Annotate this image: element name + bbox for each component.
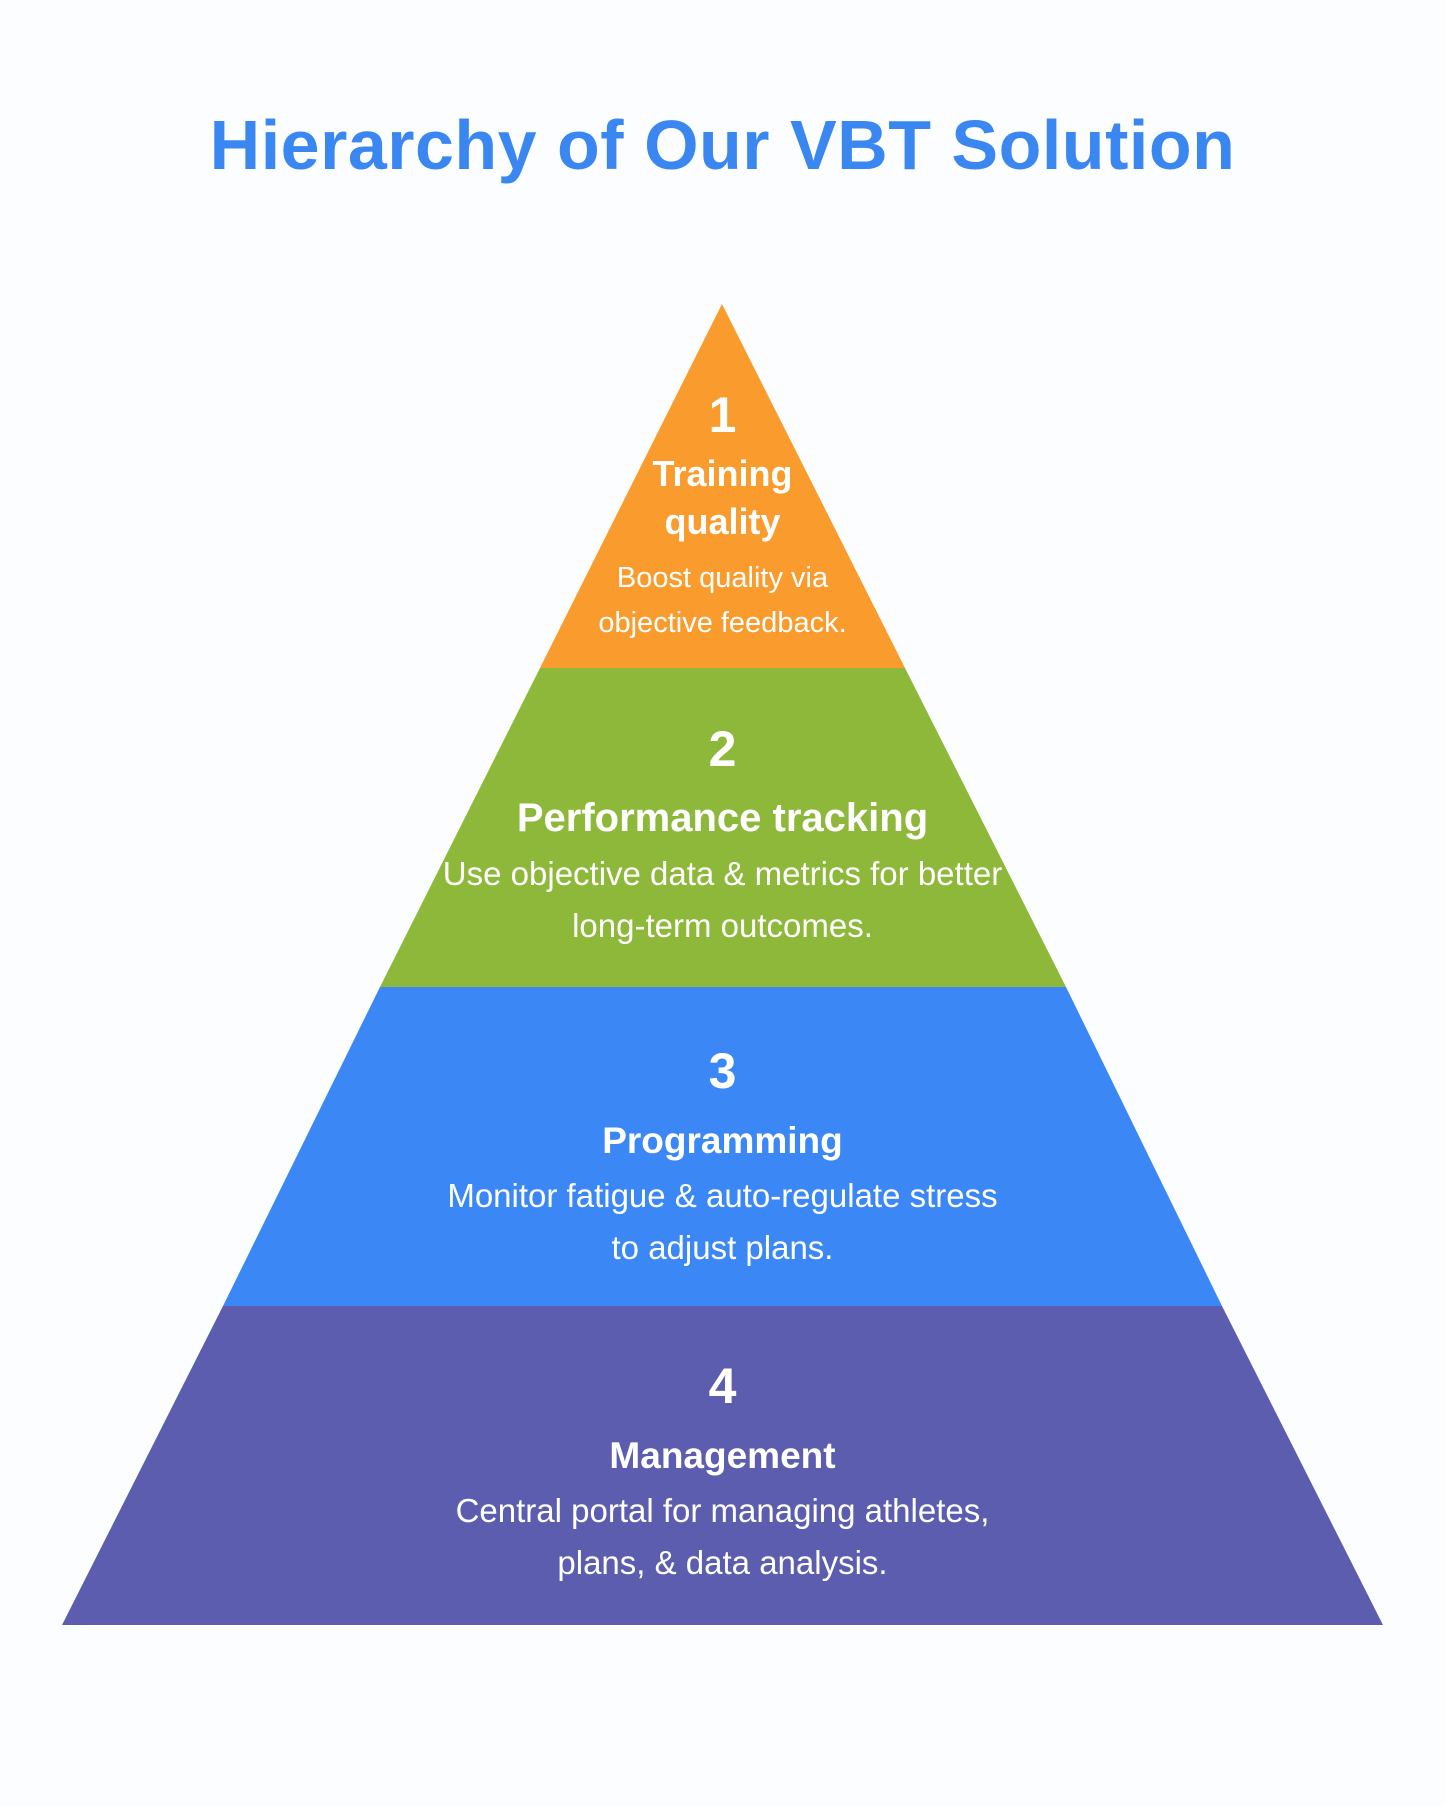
- tier-description: Use objective data & metrics for better …: [442, 855, 1003, 944]
- tier-number: 2: [708, 721, 737, 777]
- tier-label: Management: [609, 1435, 836, 1476]
- tier-4-shape: [62, 1306, 1383, 1625]
- tier-2: 2 Performance tracking Use objective dat…: [0, 724, 1445, 952]
- tier-3-shape: [223, 987, 1222, 1306]
- tier-description: Monitor fatigue & auto-regulate stress t…: [447, 1177, 998, 1266]
- tier-description: Boost quality via objective feedback.: [598, 562, 847, 639]
- tier-number: 4: [708, 1358, 737, 1414]
- tier-label: Programming: [602, 1120, 843, 1161]
- tier-description: Central portal for managing athletes, pl…: [455, 1492, 990, 1581]
- tier-4: 4 Management Central portal for managing…: [0, 1361, 1445, 1589]
- tier-number: 1: [708, 387, 737, 443]
- tier-number: 3: [708, 1043, 737, 1099]
- tier-3: 3 Programming Monitor fatigue & auto-reg…: [0, 1046, 1445, 1274]
- tier-1: 1 Training quality Boost quality via obj…: [0, 390, 1445, 646]
- tier-1-shape: [540, 304, 905, 668]
- tier-label: Training quality: [652, 453, 793, 542]
- page-title: Hierarchy of Our VBT Solution: [209, 106, 1236, 184]
- tier-2-shape: [380, 668, 1066, 987]
- tier-label: Performance tracking: [516, 796, 929, 840]
